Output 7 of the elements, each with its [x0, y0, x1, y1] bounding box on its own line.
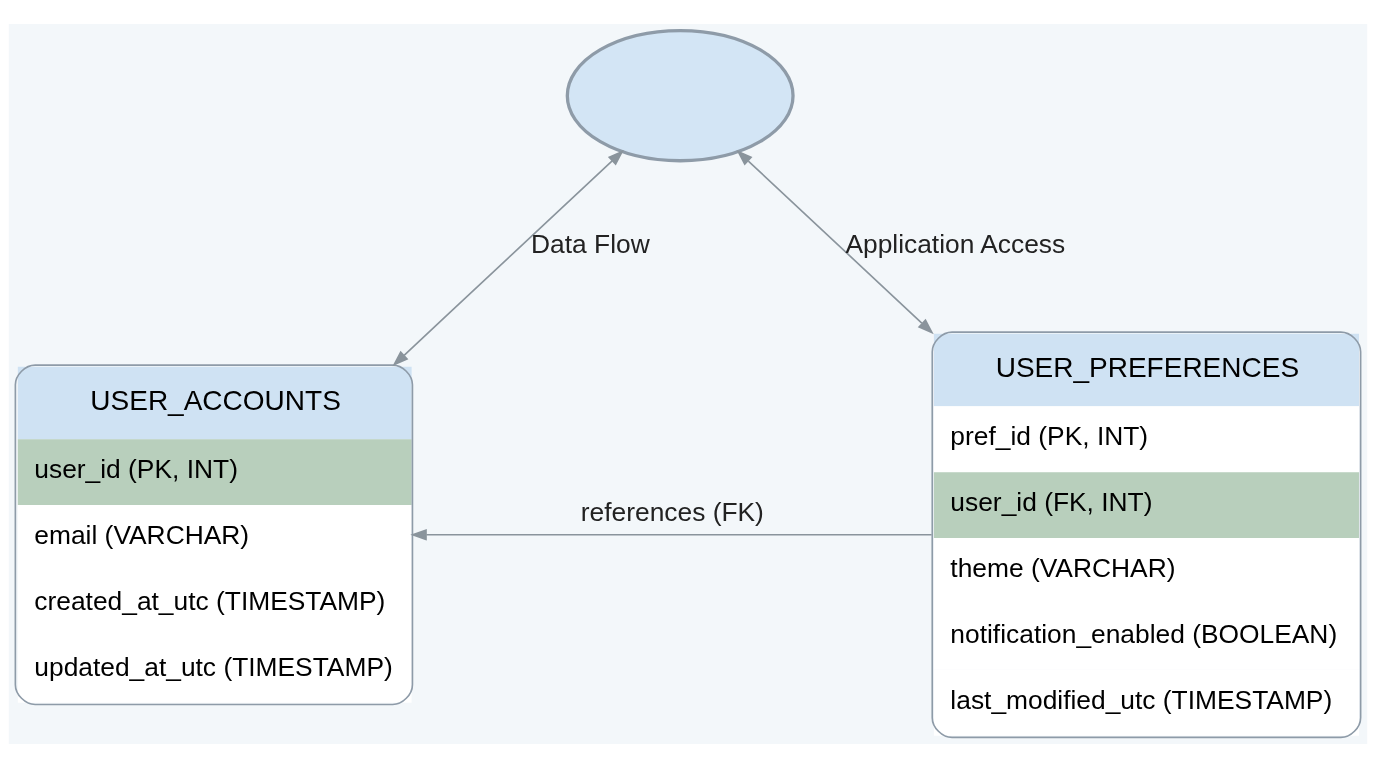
- arrow: [736, 149, 934, 335]
- edge-label: Data Flow: [531, 228, 650, 259]
- arrow: [410, 528, 933, 541]
- arrow: [392, 149, 624, 367]
- edge-label: Application Access: [845, 228, 1066, 259]
- node-cloud: [565, 28, 795, 163]
- edge-label: references (FK): [580, 497, 764, 528]
